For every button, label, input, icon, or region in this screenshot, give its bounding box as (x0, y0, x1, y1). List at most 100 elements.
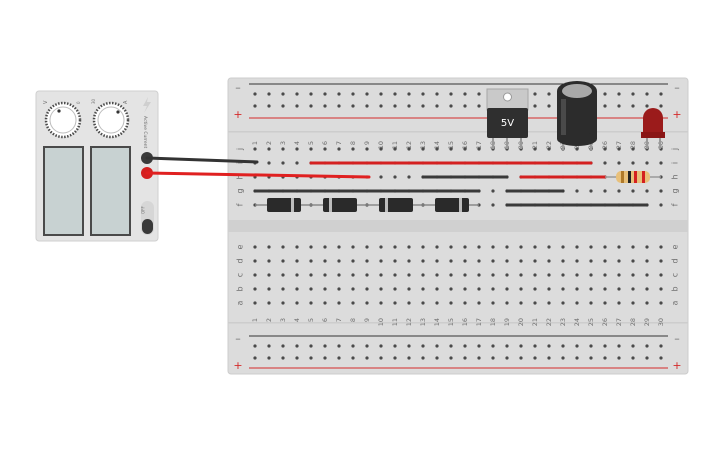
hole-e30[interactable] (659, 245, 663, 249)
top-rail-minus-hole-28[interactable] (631, 92, 635, 96)
hole-a7[interactable] (337, 301, 341, 305)
hole-d10[interactable] (379, 259, 383, 263)
hole-c21[interactable] (533, 273, 537, 277)
top-rail-plus-hole-10[interactable] (379, 104, 383, 108)
hole-j15[interactable] (449, 147, 453, 151)
hole-b28[interactable] (631, 287, 635, 291)
bottom-rail-plus-hole-24[interactable] (575, 356, 579, 360)
hole-i28[interactable] (631, 161, 635, 165)
hole-j3[interactable] (281, 147, 285, 151)
hole-b4[interactable] (295, 287, 299, 291)
bottom-rail-minus-hole-2[interactable] (267, 344, 271, 348)
hole-b27[interactable] (617, 287, 621, 291)
hole-c3[interactable] (281, 273, 285, 277)
hole-b17[interactable] (477, 287, 481, 291)
wire-black-supply[interactable] (145, 156, 259, 164)
hole-g24[interactable] (575, 189, 579, 193)
hole-e3[interactable] (281, 245, 285, 249)
top-rail-plus-hole-26[interactable] (603, 104, 607, 108)
bottom-rail-plus-hole-22[interactable] (547, 356, 551, 360)
top-rail-plus-hole-5[interactable] (309, 104, 313, 108)
hole-b30[interactable] (659, 287, 663, 291)
hole-a28[interactable] (631, 301, 635, 305)
top-rail-minus-hole-26[interactable] (603, 92, 607, 96)
top-rail-minus-hole-13[interactable] (421, 92, 425, 96)
hole-d24[interactable] (575, 259, 579, 263)
bottom-rail-minus-hole-4[interactable] (295, 344, 299, 348)
hole-g18[interactable] (491, 189, 495, 193)
hole-d19[interactable] (505, 259, 509, 263)
hole-e20[interactable] (519, 245, 523, 249)
top-rail-plus-hole-15[interactable] (449, 104, 453, 108)
hole-d25[interactable] (589, 259, 593, 263)
hole-c17[interactable] (477, 273, 481, 277)
bottom-rail-plus-hole-11[interactable] (393, 356, 397, 360)
hole-e19[interactable] (505, 245, 509, 249)
hole-a11[interactable] (393, 301, 397, 305)
red-led[interactable] (641, 108, 665, 149)
hole-b5[interactable] (309, 287, 313, 291)
hole-c23[interactable] (561, 273, 565, 277)
hole-g28[interactable] (631, 189, 635, 193)
hole-a8[interactable] (351, 301, 355, 305)
bottom-rail-minus-hole-8[interactable] (351, 344, 355, 348)
hole-c27[interactable] (617, 273, 621, 277)
hole-b1[interactable] (253, 287, 257, 291)
wire-red-supply[interactable] (145, 171, 371, 179)
hole-b19[interactable] (505, 287, 509, 291)
hole-a6[interactable] (323, 301, 327, 305)
hole-j4[interactable] (295, 147, 299, 151)
hole-c4[interactable] (295, 273, 299, 277)
hole-b7[interactable] (337, 287, 341, 291)
hole-e27[interactable] (617, 245, 621, 249)
hole-b22[interactable] (547, 287, 551, 291)
top-rail-minus-hole-16[interactable] (463, 92, 467, 96)
bottom-rail-plus-hole-10[interactable] (379, 356, 383, 360)
bottom-rail-minus-hole-26[interactable] (603, 344, 607, 348)
hole-c10[interactable] (379, 273, 383, 277)
hole-c13[interactable] (421, 273, 425, 277)
hole-e1[interactable] (253, 245, 257, 249)
hole-b10[interactable] (379, 287, 383, 291)
bottom-rail-plus-hole-27[interactable] (617, 356, 621, 360)
voltage-knob[interactable] (44, 101, 82, 139)
hole-g25[interactable] (589, 189, 593, 193)
hole-d26[interactable] (603, 259, 607, 263)
top-rail-minus-hole-14[interactable] (435, 92, 439, 96)
bottom-rail-plus-hole-29[interactable] (645, 356, 649, 360)
hole-j7[interactable] (337, 147, 341, 151)
bottom-rail-minus-hole-27[interactable] (617, 344, 621, 348)
current-knob[interactable] (92, 101, 130, 139)
top-rail-minus-hole-30[interactable] (659, 92, 663, 96)
bottom-rail-minus-hole-9[interactable] (365, 344, 369, 348)
hole-c22[interactable] (547, 273, 551, 277)
diode-4[interactable] (435, 198, 469, 212)
hole-g29[interactable] (645, 189, 649, 193)
hole-c5[interactable] (309, 273, 313, 277)
top-rail-plus-hole-9[interactable] (365, 104, 369, 108)
hole-a9[interactable] (365, 301, 369, 305)
hole-j9[interactable] (365, 147, 369, 151)
hole-a27[interactable] (617, 301, 621, 305)
hole-b29[interactable] (645, 287, 649, 291)
hole-d7[interactable] (337, 259, 341, 263)
hole-j11[interactable] (393, 147, 397, 151)
hole-a21[interactable] (533, 301, 537, 305)
hole-j16[interactable] (463, 147, 467, 151)
hole-e6[interactable] (323, 245, 327, 249)
hole-d18[interactable] (491, 259, 495, 263)
hole-d27[interactable] (617, 259, 621, 263)
hole-b18[interactable] (491, 287, 495, 291)
hole-a2[interactable] (267, 301, 271, 305)
bottom-rail-plus-hole-2[interactable] (267, 356, 271, 360)
hole-i3[interactable] (281, 161, 285, 165)
hole-d29[interactable] (645, 259, 649, 263)
hole-e8[interactable] (351, 245, 355, 249)
hole-e9[interactable] (365, 245, 369, 249)
hole-a26[interactable] (603, 301, 607, 305)
top-rail-minus-hole-17[interactable] (477, 92, 481, 96)
bottom-rail-minus-hole-22[interactable] (547, 344, 551, 348)
bottom-rail-minus-hole-3[interactable] (281, 344, 285, 348)
bottom-rail-minus-hole-12[interactable] (407, 344, 411, 348)
